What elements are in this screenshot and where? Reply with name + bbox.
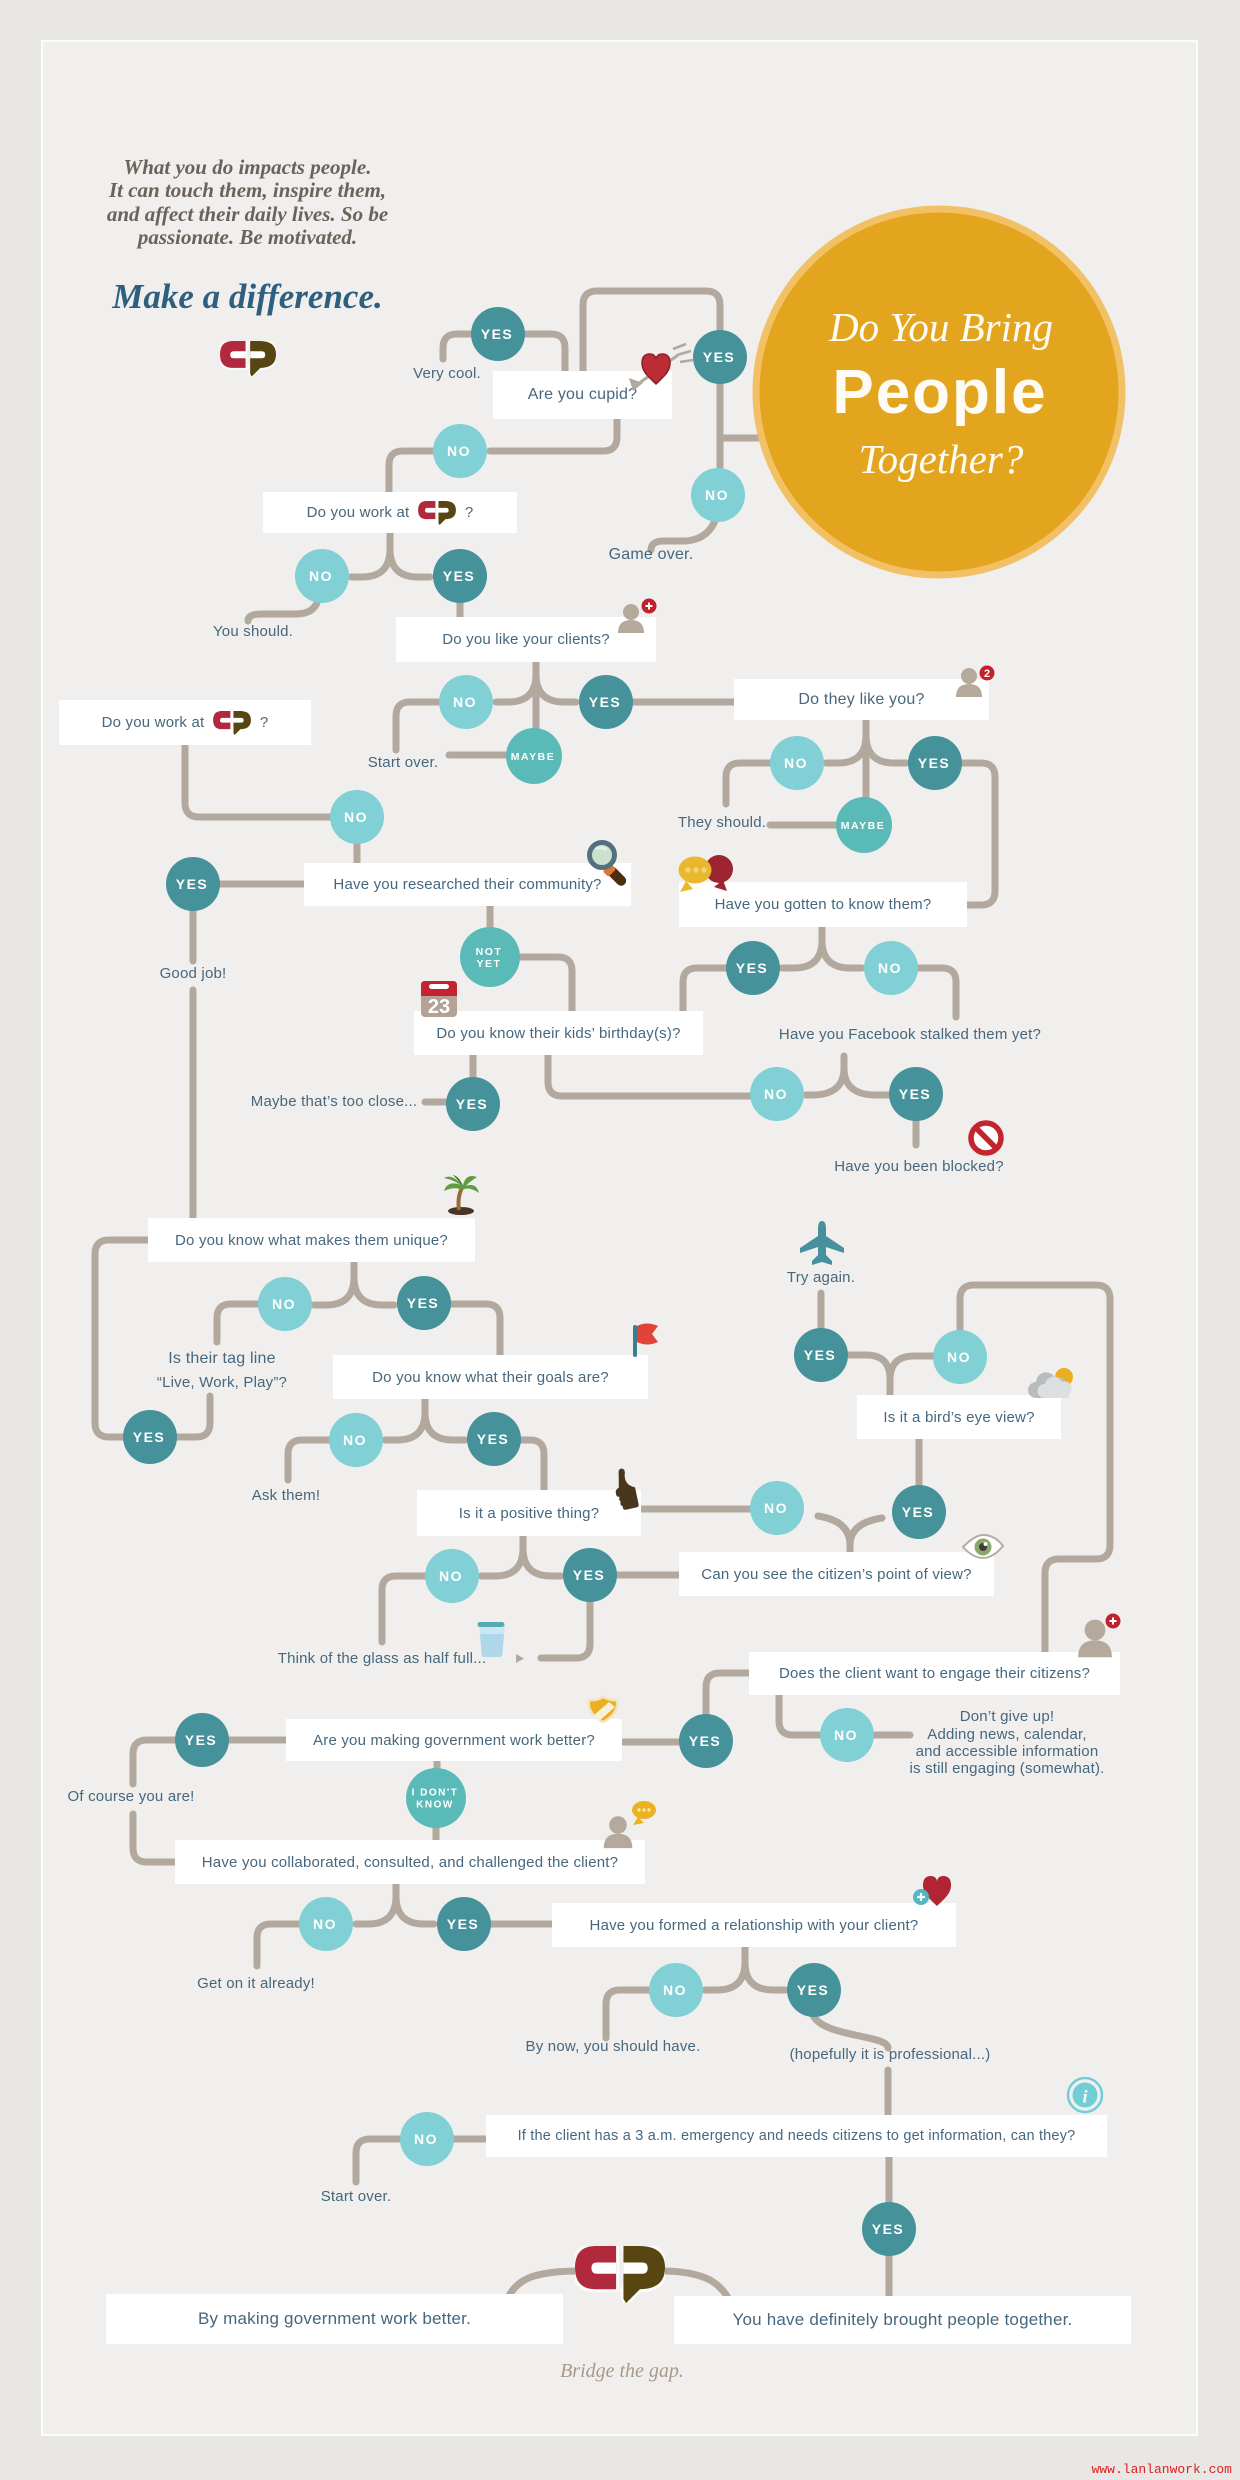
svg-text:NO: NO	[272, 1296, 296, 1312]
svg-text:MAYBE: MAYBE	[841, 820, 885, 832]
svg-text:i: i	[1082, 2086, 1087, 2106]
svg-text:YES: YES	[133, 1429, 166, 1445]
svg-text:YES: YES	[736, 960, 769, 976]
svg-text:Do You Bring: Do You Bring	[828, 304, 1053, 350]
svg-text:NO: NO	[947, 1349, 971, 1365]
svg-text:KNOW: KNOW	[416, 1800, 454, 1811]
svg-text:YES: YES	[918, 755, 951, 771]
svg-text:NO: NO	[663, 1982, 687, 1998]
svg-text:I DON'T: I DON'T	[412, 1788, 459, 1799]
svg-text:YES: YES	[573, 1567, 606, 1583]
svg-text:YES: YES	[589, 694, 622, 710]
svg-text:NO: NO	[439, 1568, 463, 1584]
svg-text:NO: NO	[784, 755, 808, 771]
svg-text:YES: YES	[481, 326, 514, 342]
svg-text:YES: YES	[185, 1732, 218, 1748]
svg-text:YES: YES	[872, 2221, 905, 2237]
svg-text:MAYBE: MAYBE	[511, 751, 555, 763]
svg-text:YES: YES	[456, 1096, 489, 1112]
svg-text:YES: YES	[689, 1733, 722, 1749]
svg-text:NO: NO	[414, 2131, 438, 2147]
svg-text:YET: YET	[477, 958, 502, 970]
svg-text:NO: NO	[764, 1500, 788, 1516]
svg-text:NO: NO	[447, 443, 471, 459]
svg-text:2: 2	[984, 668, 990, 680]
svg-text:NO: NO	[834, 1727, 858, 1743]
svg-text:23: 23	[428, 996, 450, 1018]
svg-text:NO: NO	[313, 1916, 337, 1932]
svg-text:YES: YES	[899, 1086, 932, 1102]
svg-text:NO: NO	[343, 1432, 367, 1448]
svg-text:YES: YES	[477, 1431, 510, 1447]
svg-text:NO: NO	[764, 1086, 788, 1102]
svg-text:NO: NO	[309, 568, 333, 584]
svg-text:NO: NO	[705, 487, 729, 503]
svg-text:YES: YES	[176, 876, 209, 892]
svg-text:NO: NO	[453, 694, 477, 710]
svg-text:YES: YES	[443, 568, 476, 584]
svg-text:Together?: Together?	[859, 436, 1024, 482]
svg-text:YES: YES	[902, 1504, 935, 1520]
svg-text:YES: YES	[804, 1347, 837, 1363]
svg-text:NO: NO	[878, 960, 902, 976]
svg-text:YES: YES	[797, 1982, 830, 1998]
svg-text:NO: NO	[344, 809, 368, 825]
svg-text:YES: YES	[447, 1916, 480, 1932]
svg-text:YES: YES	[703, 349, 736, 365]
svg-text:NOT: NOT	[476, 946, 503, 958]
svg-text:People: People	[832, 358, 1047, 427]
svg-text:YES: YES	[407, 1295, 440, 1311]
